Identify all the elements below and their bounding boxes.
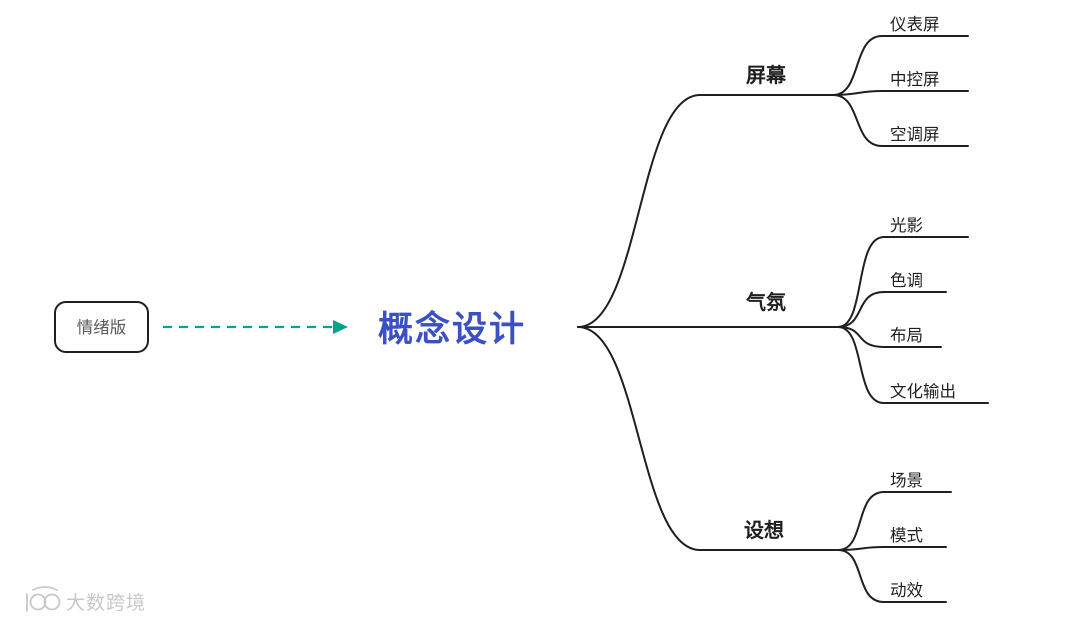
branch-line-vision: [577, 326, 839, 551]
source-node-box: [54, 301, 149, 353]
leaf-label-center-screen: 中控屏: [890, 70, 940, 89]
leaf-label-motion: 动效: [890, 581, 923, 600]
leaf-label-tone: 色调: [890, 271, 923, 290]
leaf-line-ac-screen: [832, 94, 969, 147]
branch-label-vision: 设想: [744, 519, 784, 542]
leaf-line-layout: [837, 326, 942, 348]
leaf-line-mode: [837, 546, 947, 551]
leaf-line-tone: [837, 291, 947, 328]
leaf-line-center-screen: [832, 90, 969, 96]
leaf-line-light: [837, 236, 969, 328]
leaf-line-dashboard-screen: [832, 35, 969, 96]
leaf-label-mode: 模式: [890, 526, 923, 545]
branch-line-screen: [577, 94, 834, 328]
branch-label-atmosphere: 气氛: [745, 290, 786, 314]
leaf-label-layout: 布局: [890, 326, 923, 345]
watermark-logo-icon: [26, 586, 61, 612]
leaf-label-light: 光影: [890, 216, 923, 235]
leaf-line-culture: [837, 326, 989, 404]
source-node: 情绪版: [54, 301, 149, 353]
leaf-line-scene: [837, 491, 952, 551]
leaf-line-motion: [837, 549, 947, 603]
watermark-label: 大数跨境: [66, 592, 146, 614]
leaf-label-scene: 场景: [890, 471, 923, 490]
source-node-label: 情绪版: [77, 318, 127, 337]
dashed-arrow-head-icon: [333, 320, 348, 334]
leaf-label-dashboard-screen: 仪表屏: [890, 15, 940, 34]
branch-label-screen: 屏幕: [746, 64, 787, 87]
watermark: 大数跨境: [26, 586, 146, 614]
branch-lines: [577, 35, 989, 603]
root-topic-label: 概念设计: [378, 309, 526, 349]
leaf-label-culture: 文化输出: [890, 382, 956, 401]
leaf-label-ac-screen: 空调屏: [890, 125, 940, 144]
dashed-arrow: [163, 320, 348, 334]
